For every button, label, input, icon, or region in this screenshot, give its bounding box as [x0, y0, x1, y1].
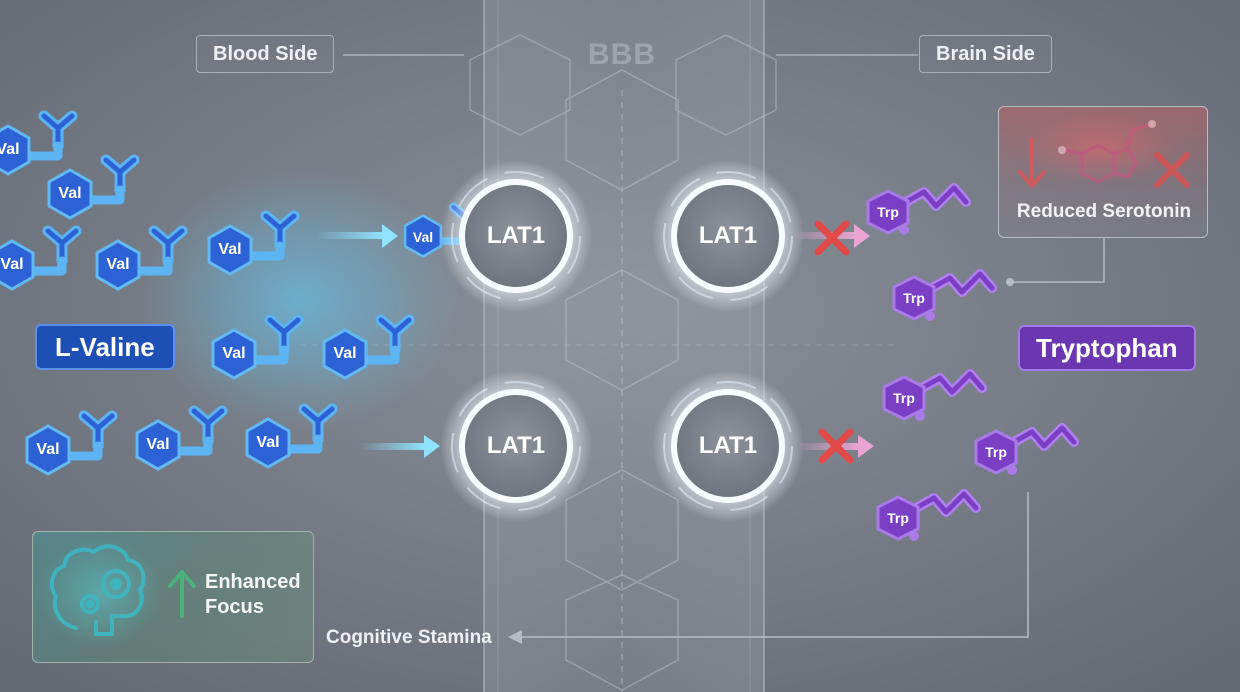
valine-label: Val	[256, 434, 280, 451]
l-valine-tag: L-Valine	[35, 324, 175, 370]
enhanced-focus-box: Enhanced Focus	[32, 531, 314, 663]
lat1-transporter	[652, 160, 804, 312]
tryptophan-label: Trp	[893, 390, 915, 406]
valine-label: Val	[218, 241, 242, 258]
reduced-serotonin-box: Reduced Serotonin	[998, 106, 1208, 238]
bbb-title: BBB	[588, 38, 656, 71]
stamina-arrowhead	[508, 630, 522, 644]
connector-dot	[1006, 278, 1014, 286]
valine-label: Val	[222, 345, 246, 362]
lat1-transporter	[440, 370, 592, 522]
valine-label: Val	[58, 185, 82, 202]
valine-label: Val	[0, 141, 20, 158]
lat1-label: LAT1	[698, 222, 758, 249]
valine-glow	[140, 170, 460, 430]
tryptophan-label: Trp	[877, 204, 899, 220]
enhanced-focus-label: Enhanced Focus	[205, 570, 315, 620]
tryptophan-label: Trp	[903, 290, 925, 306]
brain-side-label: Brain Side	[919, 35, 1052, 73]
lat1-transporter	[652, 370, 804, 522]
valine-label: Val	[106, 256, 130, 273]
stamina-connector	[520, 492, 1029, 638]
lat1-label: LAT1	[698, 432, 758, 459]
lat1-transporters	[440, 160, 804, 522]
serotonin-molecule-icon	[1058, 120, 1156, 184]
serotonin-connector	[1012, 238, 1105, 283]
valine-label: Val	[0, 256, 24, 273]
serotonin-icons	[1018, 112, 1190, 188]
cognitive-stamina-label: Cognitive Stamina	[326, 627, 492, 648]
enhanced-focus-line1: Enhanced	[205, 571, 301, 593]
lat1-label: LAT1	[486, 432, 546, 459]
reduced-serotonin-label: Reduced Serotonin	[1016, 201, 1192, 222]
tryptophan-label: Trp	[887, 510, 909, 526]
tryptophan-blocked-arrows	[796, 224, 874, 460]
valine-label: Val	[36, 441, 60, 458]
x-mark-icon	[1154, 152, 1190, 188]
tryptophan-label: Trp	[985, 444, 1007, 460]
valine-label: Val	[333, 345, 357, 362]
tryptophan-tag: Tryptophan	[1018, 325, 1196, 371]
arrow-down-icon	[1018, 138, 1046, 188]
lat1-label: LAT1	[486, 222, 546, 249]
blood-side-label: Blood Side	[196, 35, 335, 73]
valine-label: Val	[146, 436, 170, 453]
enhanced-focus-line2: Focus	[205, 596, 264, 618]
valine-label: Val	[412, 229, 434, 245]
valine-influx-arrows	[316, 224, 440, 458]
lat1-transporter	[440, 160, 592, 312]
